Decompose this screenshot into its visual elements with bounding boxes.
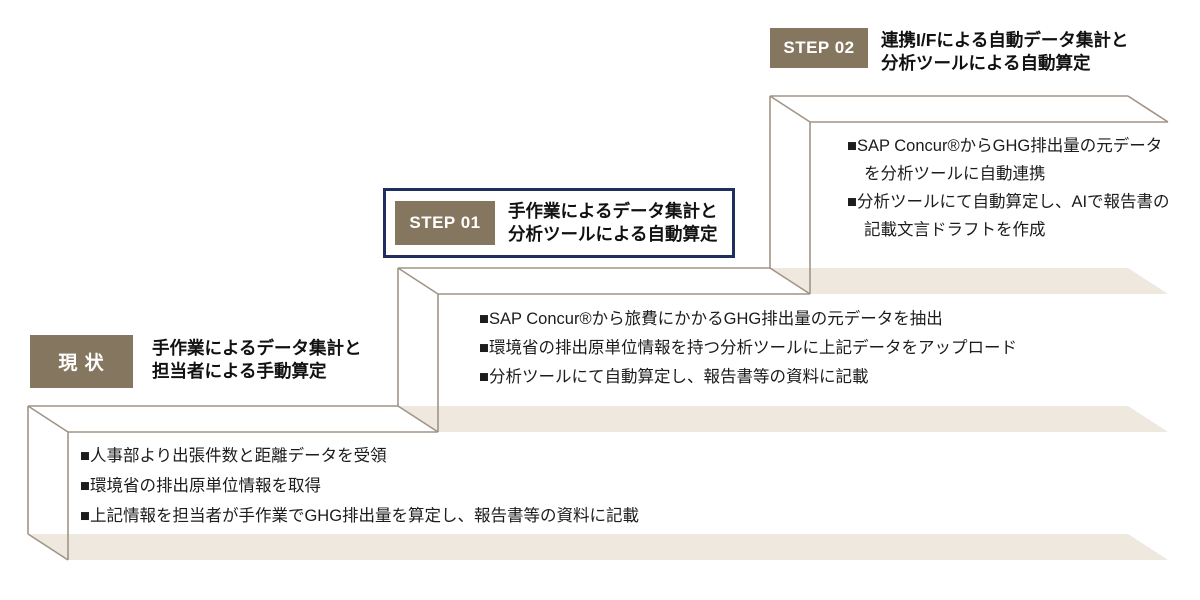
bullet-item: ■環境省の排出原単位情報を持つ分析ツールに上記データをアップロード bbox=[479, 339, 1017, 357]
step01-title: 手作業によるデータ集計と 分析ツールによる自動算定 bbox=[508, 201, 718, 244]
bullet-item: ■分析ツールにて自動算定し、AIで報告書の 記載文言ドラフトを作成 bbox=[847, 193, 1170, 239]
genjo-title: 手作業によるデータ集計と 担当者による手動算定 bbox=[152, 338, 362, 381]
tread-ground bbox=[28, 534, 1168, 560]
step02-title: 連携I/Fによる自動データ集計と 分析ツールによる自動算定 bbox=[881, 30, 1129, 73]
tread-level-1 bbox=[398, 406, 1168, 432]
genjo-label-badge: 現 状 bbox=[30, 335, 133, 388]
step02-label-badge: STEP 02 bbox=[770, 28, 868, 68]
bullet-item: ■上記情報を担当者が手作業でGHG排出量を算定し、報告書等の資料に記載 bbox=[80, 507, 640, 525]
bullet-item: ■分析ツールにて自動算定し、報告書等の資料に記載 bbox=[479, 368, 869, 386]
bullet-item: ■SAP Concur®から旅費にかかるGHG排出量の元データを抽出 bbox=[479, 310, 943, 328]
bullet-item: ■SAP Concur®からGHG排出量の元データ を分析ツールに自動連携 bbox=[847, 137, 1163, 183]
box-outline-step01 bbox=[397, 267, 810, 433]
genjo-bullets: ■人事部より出張件数と距離データを受領 ■環境省の排出原単位情報を取得 ■上記情… bbox=[80, 441, 639, 531]
bullet-item: ■人事部より出張件数と距離データを受領 bbox=[80, 447, 387, 465]
box-outline-genjo bbox=[27, 405, 438, 561]
tread-level-2 bbox=[770, 268, 1168, 294]
bullet-item: ■環境省の排出原単位情報を取得 bbox=[80, 477, 321, 495]
box-outline-step02 bbox=[769, 95, 1169, 295]
step01-label-badge: STEP 01 bbox=[395, 201, 495, 245]
step01-bullets: ■SAP Concur®から旅費にかかるGHG排出量の元データを抽出 ■環境省の… bbox=[479, 305, 1017, 392]
step01-header-frame: STEP 01 手作業によるデータ集計と 分析ツールによる自動算定 bbox=[383, 188, 735, 258]
step02-bullets: ■SAP Concur®からGHG排出量の元データ を分析ツールに自動連携 ■分… bbox=[847, 132, 1187, 244]
